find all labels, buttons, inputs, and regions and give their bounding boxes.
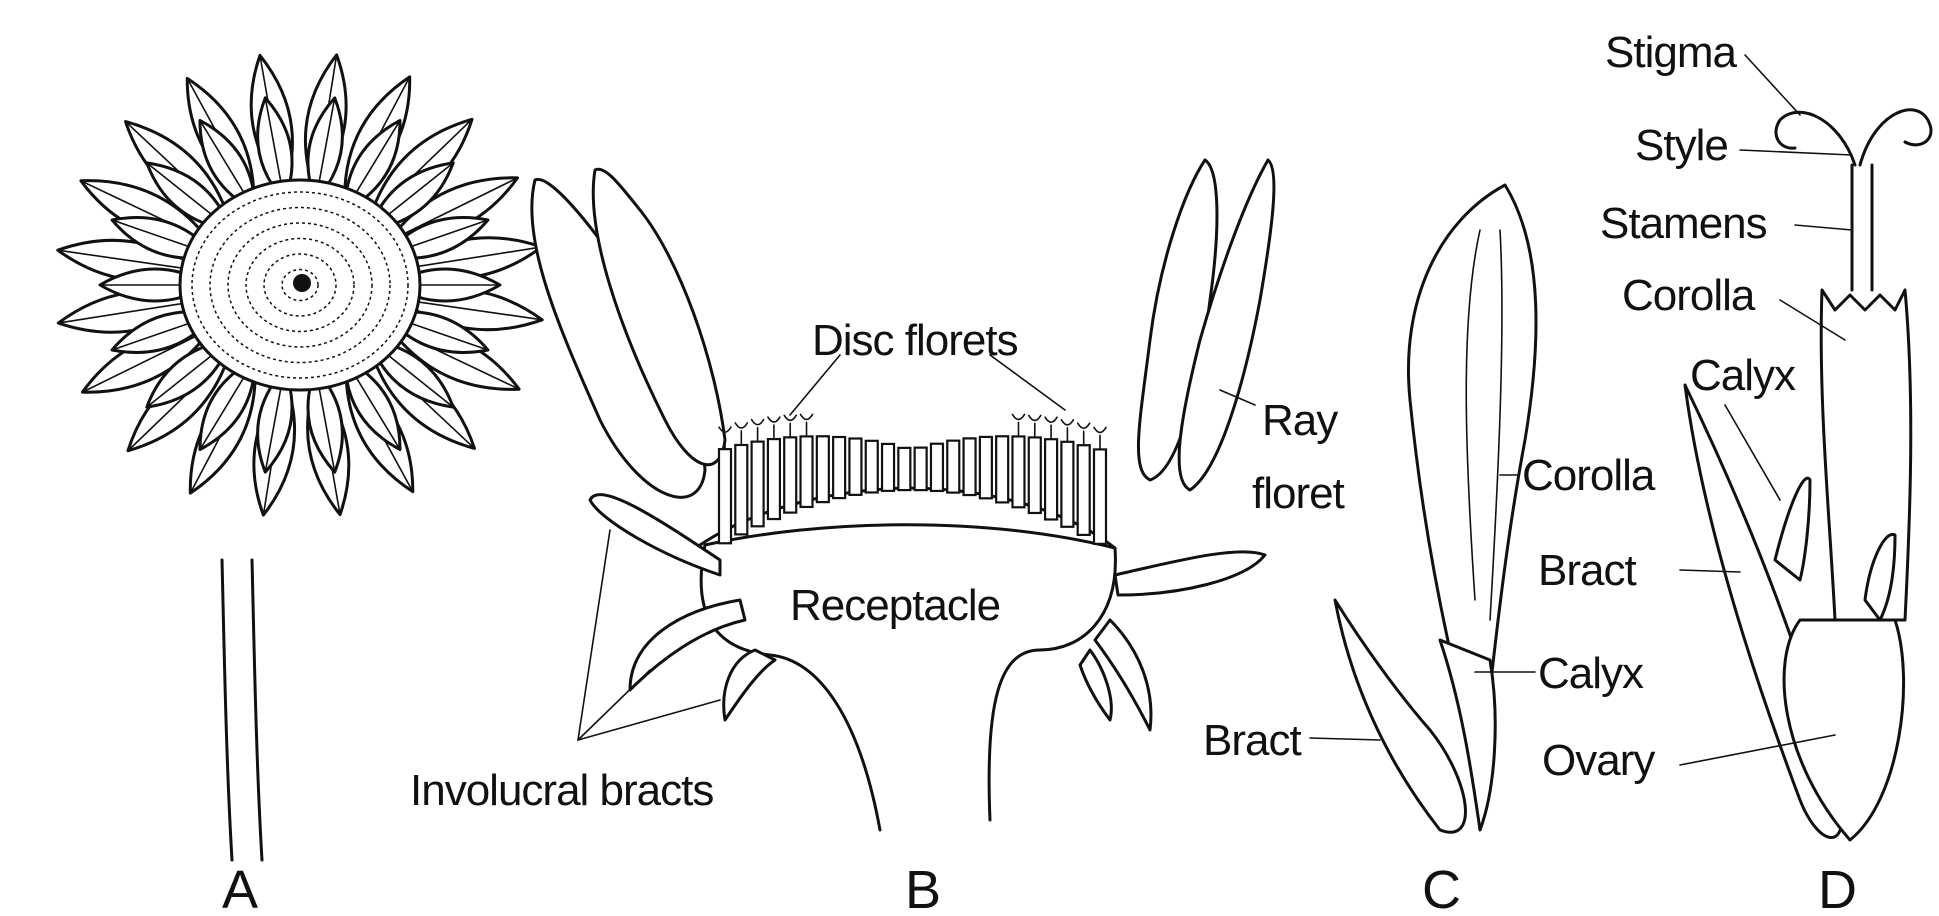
label-corolla-d: Corolla xyxy=(1622,271,1756,320)
disc-floret xyxy=(833,437,845,498)
leader-bract-c xyxy=(1310,738,1380,740)
disc-floret xyxy=(801,414,813,507)
leader-style xyxy=(1740,150,1852,155)
sunflower-head-illustration xyxy=(58,55,542,860)
stem-edge xyxy=(252,560,262,860)
disc-floret xyxy=(964,438,976,495)
disc-floret xyxy=(1078,423,1090,535)
label-ray: Ray xyxy=(1262,396,1338,445)
disc-floret xyxy=(1094,427,1106,543)
ray-corolla xyxy=(1408,185,1536,704)
disc-floret xyxy=(996,436,1008,502)
disc-floret xyxy=(1061,420,1073,527)
disc-calyx xyxy=(1775,478,1810,580)
disc-center xyxy=(293,274,311,292)
disc-floret xyxy=(882,444,894,491)
disc-floret-illustration xyxy=(1680,55,1931,840)
disc-floret xyxy=(752,420,764,527)
stigma-curl-left xyxy=(1776,112,1855,165)
panel-letter-d: D xyxy=(1818,860,1857,916)
disc-floret xyxy=(931,444,943,491)
label-disc-florets: Disc florets xyxy=(812,316,1018,365)
leader-stamens xyxy=(1795,225,1852,230)
disc-floret xyxy=(784,415,796,512)
style xyxy=(1852,165,1872,290)
label-bract-d: Bract xyxy=(1538,546,1636,595)
disc-floret xyxy=(1045,417,1057,519)
disc-floret xyxy=(735,423,747,534)
label-floret: floret xyxy=(1252,469,1345,518)
disc-floret xyxy=(898,448,910,490)
disc-floret xyxy=(947,441,959,493)
disc-corolla xyxy=(1821,290,1911,620)
stem xyxy=(222,560,232,860)
disc-floret xyxy=(768,417,780,519)
involucral-bract-6 xyxy=(1080,650,1111,720)
involucral-bract-3 xyxy=(724,650,775,720)
leader-involucral-1 xyxy=(578,530,610,740)
label-receptacle: Receptacle xyxy=(790,581,1000,630)
disc-floret xyxy=(849,439,861,495)
disc-floret xyxy=(817,436,829,502)
label-bract-c: Bract xyxy=(1203,716,1301,765)
disc-floret xyxy=(1012,414,1024,507)
label-corolla-c: Corolla xyxy=(1522,451,1656,500)
leader-calyx-d xyxy=(1725,405,1780,500)
disc-floret xyxy=(915,448,927,491)
disc-floret xyxy=(1029,415,1041,513)
disc-floret xyxy=(980,437,992,498)
label-calyx-d: Calyx xyxy=(1690,351,1796,400)
head-section-illustration xyxy=(532,160,1274,830)
involucral-bract-4 xyxy=(1115,552,1265,595)
label-stigma: Stigma xyxy=(1605,28,1737,77)
panel-letter-c: C xyxy=(1422,860,1461,916)
stigma-curl-right xyxy=(1860,110,1931,165)
leader-stigma xyxy=(1745,55,1800,115)
disc-floret xyxy=(866,441,878,493)
panel-letter-a: A xyxy=(222,860,258,916)
panel-letter-b: B xyxy=(905,860,941,916)
label-involucral-bracts: Involucral bracts xyxy=(410,766,713,815)
label-stamens: Stamens xyxy=(1600,199,1767,248)
label-ovary: Ovary xyxy=(1542,736,1655,785)
receptacle-outline xyxy=(701,525,1115,830)
ray-floret-illustration xyxy=(1310,185,1536,832)
label-calyx-c: Calyx xyxy=(1538,649,1644,698)
label-style: Style xyxy=(1635,121,1728,170)
